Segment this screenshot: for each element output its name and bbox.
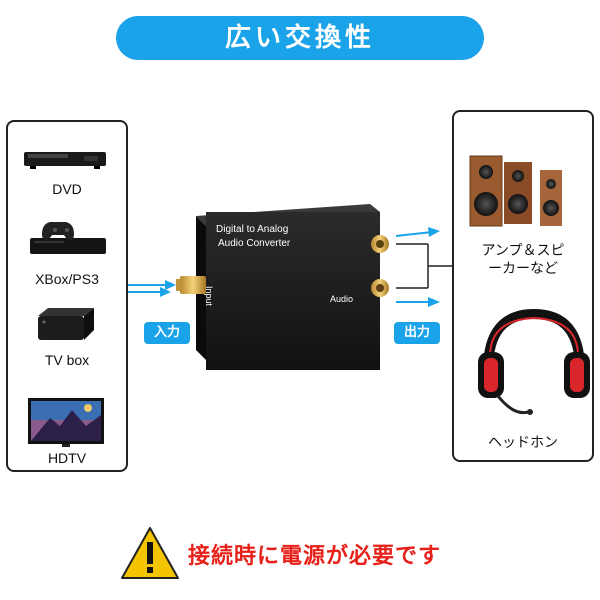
output-label-speakers-line2: ーカーなど [488,260,558,276]
converter-audio-label: Audio [330,294,354,304]
converter-input-label: Input [204,286,214,307]
converter-box [176,204,389,370]
hdtv-icon [28,398,104,447]
game-console-icon [30,222,106,254]
warning-icon [121,527,179,579]
warning-text: 接続時に電源が必要です [188,544,442,569]
headphones-icon [478,308,590,415]
banner-title: 広い交換性 [116,16,484,60]
output-label-speakers-line1: アンプ＆スピ [481,242,565,258]
output-arrows [395,227,452,307]
tv-box-icon [38,308,94,340]
source-label-dvd: DVD [52,181,82,197]
speakers-icon [469,155,562,227]
input-arrow [128,280,176,297]
source-label-hdtv: HDTV [47,450,87,466]
output-label-headphones: ヘッドホン [488,434,558,450]
source-label-tvbox: TV box [44,352,90,368]
converter-title-line2: Audio Converter [218,238,291,249]
input-tag: 入力 [144,322,190,344]
dvd-player-icon [24,152,106,169]
converter-title-line1: Digital to Analog [216,224,289,235]
source-label-console: XBox/PS3 [35,271,99,287]
output-tag: 出力 [394,322,440,344]
